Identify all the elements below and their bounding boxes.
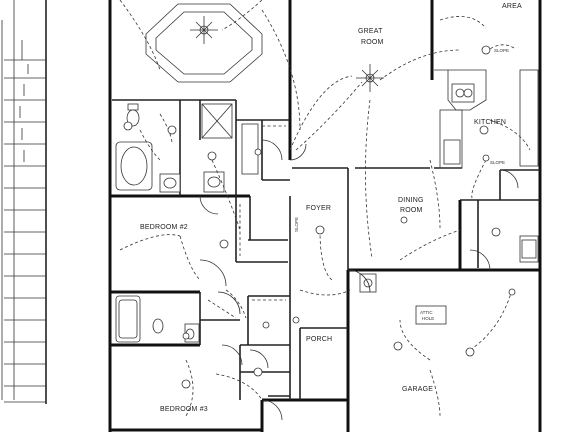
note-hole: HOLE [422, 316, 434, 321]
room-label-bedroom-2: BEDROOM #2 [140, 224, 188, 231]
bathtub-icon [115, 295, 141, 343]
room-label-garage: GARAGE [402, 386, 433, 393]
room-label-dining: DINING [398, 197, 424, 204]
sink-icon [159, 171, 225, 193]
room-label-area: AREA [502, 3, 522, 10]
walls [108, 0, 542, 432]
closet-details [207, 123, 447, 325]
room-label-porch: PORCH [306, 336, 332, 343]
ceiling-fan-icon [356, 64, 384, 92]
bathtub-icon [115, 141, 153, 191]
note-slope-2: SLOPE [490, 160, 505, 165]
room-label-foyer: FOYER [306, 205, 331, 212]
room-label-room: ROOM [361, 39, 384, 46]
note-slope-1: SLOPE [494, 48, 509, 53]
room-label-great: GREAT [358, 28, 383, 35]
shower-icon [201, 103, 233, 139]
note-slope-3: SLOPE [294, 217, 299, 232]
side-ruler [1, 0, 47, 404]
ceiling-fan-icon [190, 16, 218, 44]
room-label-dining-room: ROOM [400, 207, 423, 214]
kitchen-counters [434, 69, 539, 263]
toilet-icon [152, 318, 200, 343]
door-swings [199, 139, 519, 421]
light-fixture-icon [123, 45, 516, 389]
room-label-kitchen: KITCHEN [474, 119, 506, 126]
toilet-icon [126, 103, 140, 127]
room-label-bedroom-3: BEDROOM #3 [160, 406, 208, 413]
wiring-lines [119, 0, 531, 417]
note-attic: ATTIC [420, 310, 433, 315]
tray-ceiling [145, 3, 263, 83]
